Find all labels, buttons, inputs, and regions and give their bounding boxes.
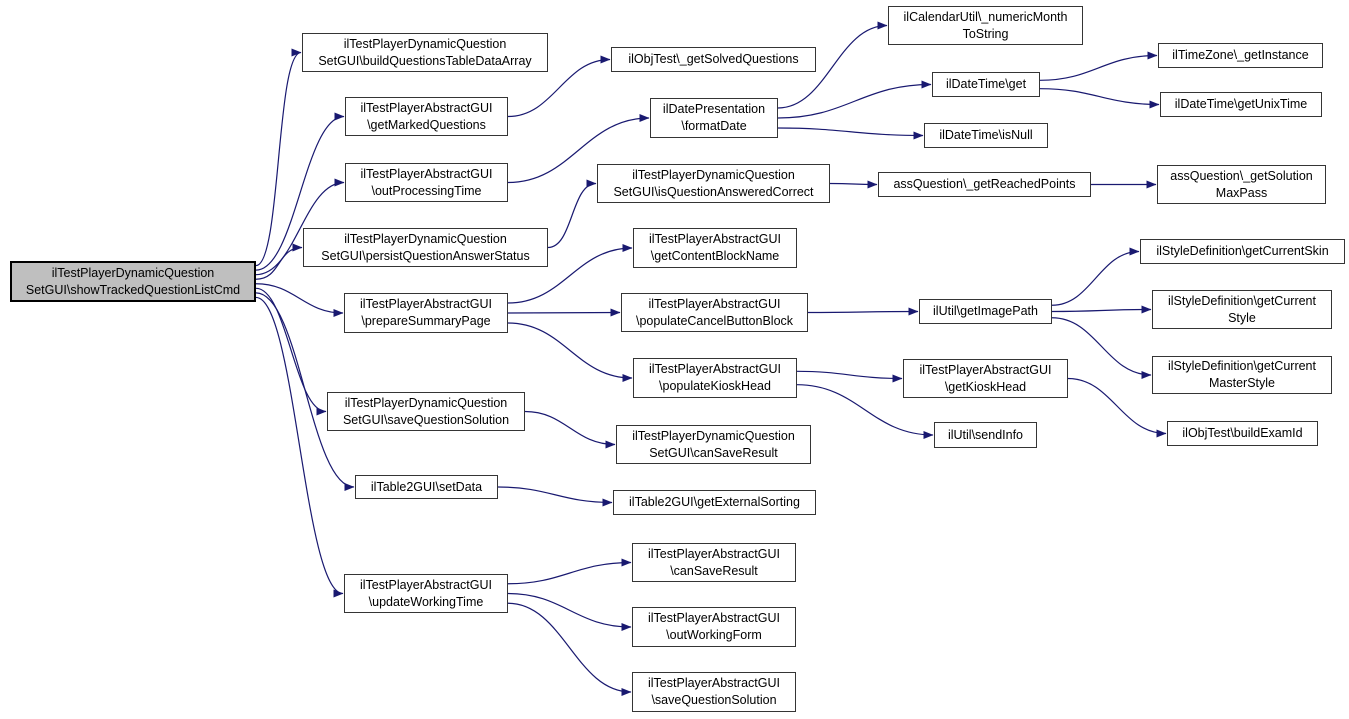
node-send-info[interactable]: ilUtil\sendInfo	[934, 422, 1037, 448]
node-get-current-skin[interactable]: ilStyleDefinition\getCurrentSkin	[1140, 239, 1345, 264]
node-set-data[interactable]: ilTable2GUI\setData	[355, 475, 498, 499]
node-build-questions-table-data-array[interactable]: ilTestPlayerDynamicQuestion SetGUI\build…	[302, 33, 548, 72]
node-get-current-master-style[interactable]: ilStyleDefinition\getCurrent MasterStyle	[1152, 356, 1332, 394]
node-populate-kiosk-head[interactable]: ilTestPlayerAbstractGUI \populateKioskHe…	[633, 358, 797, 398]
node-date-time-get[interactable]: ilDateTime\get	[932, 72, 1040, 97]
node-get-marked-questions[interactable]: ilTestPlayerAbstractGUI \getMarkedQuesti…	[345, 97, 508, 136]
node-get-solution-max-pass[interactable]: assQuestion\_getSolution MaxPass	[1157, 165, 1326, 204]
node-show-tracked-question-list-cmd: ilTestPlayerDynamicQuestion SetGUI\showT…	[10, 261, 256, 302]
node-update-working-time[interactable]: ilTestPlayerAbstractGUI \updateWorkingTi…	[344, 574, 508, 613]
node-build-exam-id[interactable]: ilObjTest\buildExamId	[1167, 421, 1318, 446]
node-date-time-is-null[interactable]: ilDateTime\isNull	[924, 123, 1048, 148]
node-get-content-block-name[interactable]: ilTestPlayerAbstractGUI \getContentBlock…	[633, 228, 797, 268]
node-save-question-solution-dynamic[interactable]: ilTestPlayerDynamicQuestion SetGUI\saveQ…	[327, 392, 525, 431]
node-format-date[interactable]: ilDatePresentation \formatDate	[650, 98, 778, 138]
node-get-reached-points[interactable]: assQuestion\_getReachedPoints	[878, 172, 1091, 197]
node-get-external-sorting[interactable]: ilTable2GUI\getExternalSorting	[613, 490, 816, 515]
node-populate-cancel-button-block[interactable]: ilTestPlayerAbstractGUI \populateCancelB…	[621, 293, 808, 332]
node-out-processing-time[interactable]: ilTestPlayerAbstractGUI \outProcessingTi…	[345, 163, 508, 202]
node-get-current-style[interactable]: ilStyleDefinition\getCurrent Style	[1152, 290, 1332, 329]
node-persist-question-answer-status[interactable]: ilTestPlayerDynamicQuestion SetGUI\persi…	[303, 228, 548, 267]
node-out-working-form[interactable]: ilTestPlayerAbstractGUI \outWorkingForm	[632, 607, 796, 647]
node-is-question-answered-correct[interactable]: ilTestPlayerDynamicQuestion SetGUI\isQue…	[597, 164, 830, 203]
node-get-kiosk-head[interactable]: ilTestPlayerAbstractGUI \getKioskHead	[903, 359, 1068, 398]
node-numeric-month-to-string[interactable]: ilCalendarUtil\_numericMonth ToString	[888, 6, 1083, 45]
node-prepare-summary-page[interactable]: ilTestPlayerAbstractGUI \prepareSummaryP…	[344, 293, 508, 333]
node-save-question-solution-abstract[interactable]: ilTestPlayerAbstractGUI \saveQuestionSol…	[632, 672, 796, 712]
node-get-unix-time[interactable]: ilDateTime\getUnixTime	[1160, 92, 1322, 117]
node-can-save-result-dynamic[interactable]: ilTestPlayerDynamicQuestion SetGUI\canSa…	[616, 425, 811, 464]
node-timezone-get-instance[interactable]: ilTimeZone\_getInstance	[1158, 43, 1323, 68]
node-get-image-path[interactable]: ilUtil\getImagePath	[919, 299, 1052, 324]
node-can-save-result-abstract[interactable]: ilTestPlayerAbstractGUI \canSaveResult	[632, 543, 796, 582]
node-get-solved-questions[interactable]: ilObjTest\_getSolvedQuestions	[611, 47, 816, 72]
